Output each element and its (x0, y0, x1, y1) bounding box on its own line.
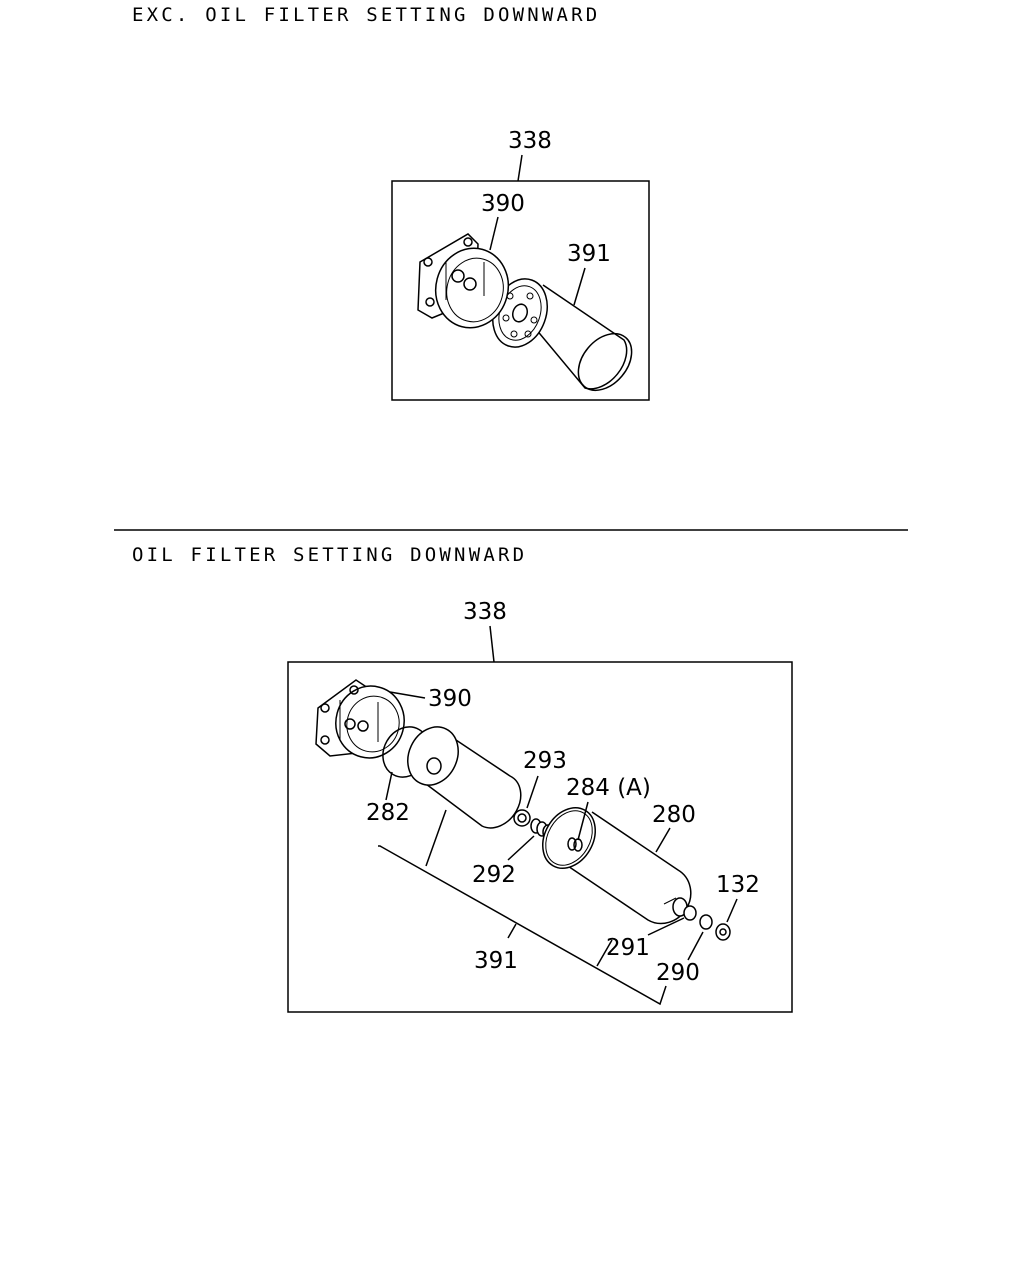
gasket-293 (513, 809, 531, 827)
bracket-391 (378, 809, 667, 1006)
upper-frame (391, 180, 650, 401)
callout-290: 290 (656, 960, 700, 986)
callout-291: 291 (606, 935, 650, 961)
plug-291 (672, 897, 697, 921)
callout-284-a: 284 (A) (566, 775, 651, 801)
section-title-lower: OIL FILTER SETTING DOWNWARD (132, 544, 528, 566)
leader-291 (647, 917, 685, 936)
leader-293 (526, 775, 539, 809)
filter-head-390-lower (315, 679, 405, 759)
callout-338-lower: 338 (463, 599, 507, 625)
leader-282 (385, 771, 393, 801)
callout-390-upper: 390 (481, 191, 525, 217)
leader-390-upper (489, 216, 499, 251)
leader-390-lower (389, 691, 426, 699)
leader-280 (655, 827, 671, 853)
leader-391-upper (573, 267, 586, 306)
leader-292 (507, 835, 535, 861)
filter-head-390-upper (417, 233, 510, 329)
callout-391-lower: 391 (474, 948, 518, 974)
callout-132: 132 (716, 872, 760, 898)
lower-diagram: 338 390 (287, 599, 793, 1013)
leader-132 (726, 898, 738, 923)
callout-293: 293 (523, 748, 567, 774)
callout-390-lower: 390 (428, 686, 472, 712)
leader-338-upper (517, 154, 523, 182)
washer-290 (699, 914, 713, 930)
inner-element-lower (407, 726, 522, 829)
callout-391-upper: 391 (567, 241, 611, 267)
callout-292: 292 (472, 862, 516, 888)
upper-diagram: 338 (391, 128, 650, 401)
callout-280: 280 (652, 802, 696, 828)
filter-element-280 (542, 807, 692, 925)
leader-338-lower (489, 625, 495, 663)
callout-282: 282 (366, 800, 410, 826)
nut-132 (715, 923, 731, 941)
leader-284 (577, 801, 589, 841)
callout-338-upper: 338 (508, 128, 552, 154)
section-title-upper: EXC. OIL FILTER SETTING DOWNWARD (132, 4, 601, 26)
lower-frame (287, 661, 793, 1013)
leader-290 (687, 931, 704, 961)
